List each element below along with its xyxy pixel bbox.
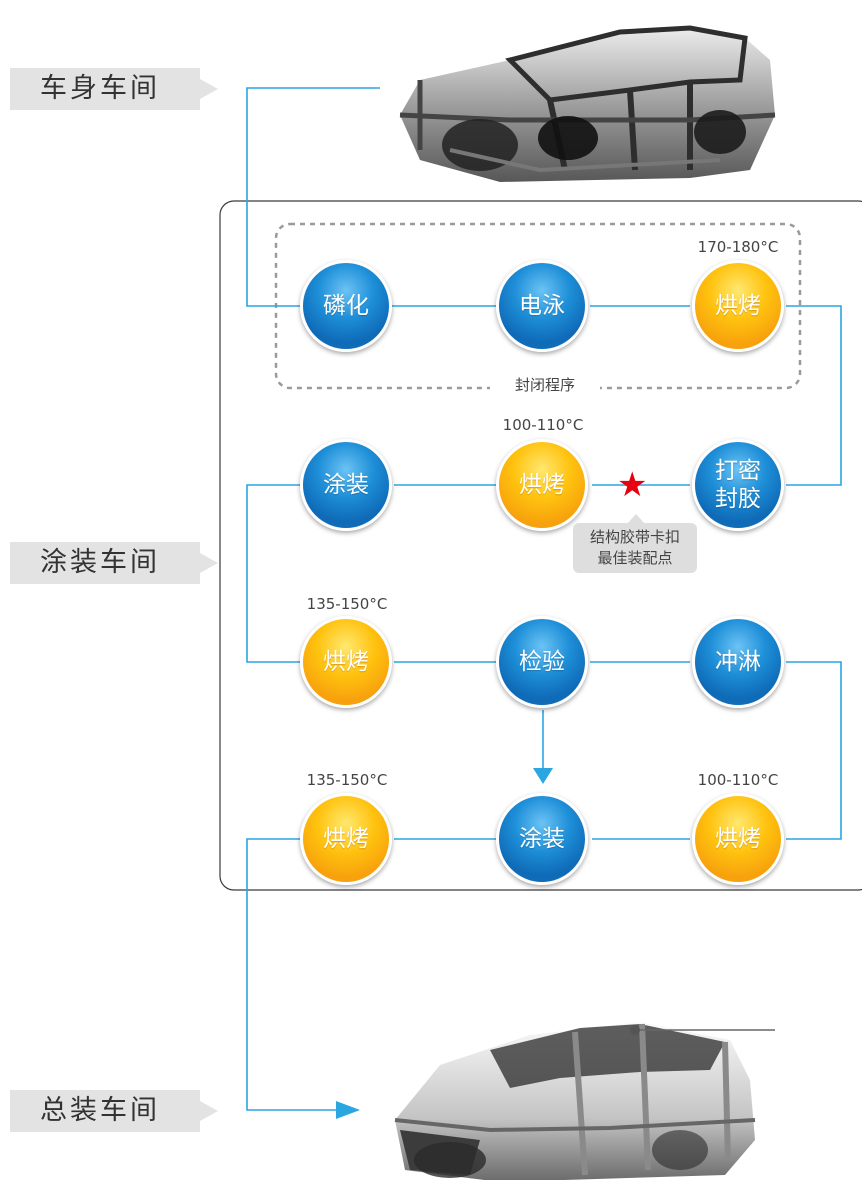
node-bake4-label: 烘烤 [323, 826, 369, 852]
arrow-down-to-coat2 [533, 768, 553, 784]
node-phosphating-label: 磷化 [323, 293, 369, 319]
bake5-temperature: 100-110°C [697, 771, 779, 789]
line-bake1-to-seal [786, 305, 842, 486]
node-rinse[interactable]: 冲淋 [692, 616, 784, 708]
star-icon: ★ [617, 465, 648, 505]
line-body-to-phosphating [246, 87, 380, 307]
arrow-to-assembly-car [336, 1101, 360, 1119]
body-shop-tag: 车身车间 [10, 68, 218, 110]
paint-shop-panel [219, 200, 862, 891]
node-bake2[interactable]: 烘烤 [496, 439, 588, 531]
line-rinse-to-bake5 [786, 661, 842, 840]
node-bake5[interactable]: 烘烤 [692, 793, 784, 885]
node-seal-label: 打密封胶 [715, 458, 761, 512]
node-bake3[interactable]: 烘烤 [300, 616, 392, 708]
bake2-temperature: 100-110°C [502, 416, 584, 434]
bake4-temperature: 135-150°C [306, 771, 388, 789]
node-bake1[interactable]: 烘烤 [692, 260, 784, 352]
body-in-white-car-image [399, 25, 776, 182]
node-bake2-label: 烘烤 [519, 472, 565, 498]
assembly-shop-tag: 总装车间 [10, 1090, 218, 1132]
paint-shop-tag: 涂装车间 [10, 542, 218, 584]
node-coat2[interactable]: 涂装 [496, 793, 588, 885]
node-bake4[interactable]: 烘烤 [300, 793, 392, 885]
node-coat1[interactable]: 涂装 [300, 439, 392, 531]
assembly-point-callout-text: 结构胶带卡扣最佳装配点 [589, 528, 680, 567]
line-coat1-to-bake3 [246, 484, 300, 663]
enclosed-process-label: 封闭程序 [490, 374, 600, 395]
node-coat1-label: 涂装 [323, 472, 369, 498]
bake1-temperature: 170-180°C [697, 238, 779, 256]
node-bake5-label: 烘烤 [715, 826, 761, 852]
node-electrocoat[interactable]: 电泳 [496, 260, 588, 352]
line-bake4-to-assembly [246, 838, 340, 1111]
node-inspect[interactable]: 检验 [496, 616, 588, 708]
node-bake3-label: 烘烤 [323, 649, 369, 675]
node-seal[interactable]: 打密封胶 [692, 439, 784, 531]
node-phosphating[interactable]: 磷化 [300, 260, 392, 352]
bake3-temperature: 135-150°C [306, 595, 388, 613]
painted-car-image [394, 1022, 775, 1180]
node-electrocoat-label: 电泳 [519, 293, 565, 319]
node-bake1-label: 烘烤 [715, 293, 761, 319]
node-coat2-label: 涂装 [519, 826, 565, 852]
node-rinse-label: 冲淋 [715, 649, 761, 675]
node-inspect-label: 检验 [519, 649, 565, 675]
assembly-point-callout: 结构胶带卡扣最佳装配点 [573, 514, 697, 573]
